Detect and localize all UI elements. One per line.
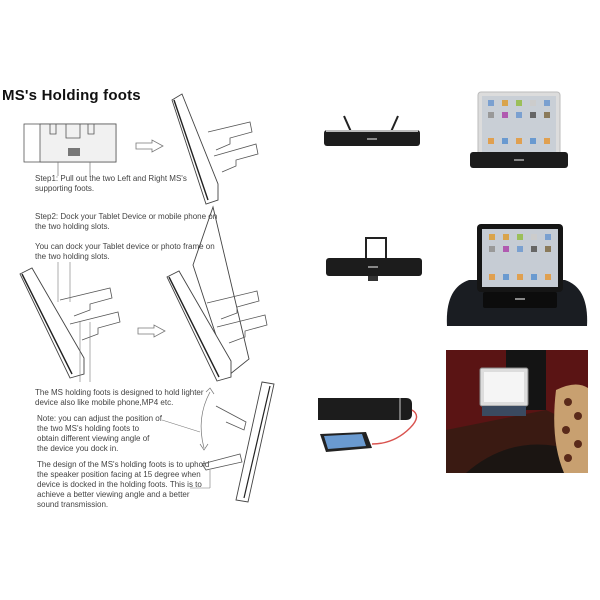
arrow-right-icon: [137, 324, 166, 338]
speaker-angle-adjust-diagram: [161, 381, 275, 503]
step2-note-text: You can dock your Tablet device or photo…: [35, 242, 215, 261]
tablet-on-speaker-icon: [470, 91, 568, 168]
room-scene-icon: [446, 350, 588, 473]
light-device-text: The MS holding foots is designed to hold…: [35, 388, 204, 407]
step1-text: Step1: Pull out the two Left and Right M…: [35, 174, 187, 193]
speaker-with-tablet-diagram: [166, 205, 268, 382]
page-title: MS's Holding foots: [2, 87, 141, 104]
speaker-feet-slots-diagram: [19, 262, 121, 382]
step2-text: Step2: Dock your Tablet Device or mobile…: [35, 212, 218, 231]
speaker-phone-cable-icon: [318, 398, 418, 452]
arrow-right-icon: [135, 139, 164, 153]
headrest-mount-icon: [446, 224, 588, 326]
photo-tablet-docked: [470, 90, 568, 170]
photo-speaker-with-stand: [324, 236, 424, 288]
speaker-top-view-diagram: [23, 123, 117, 176]
adjust-note-text: Note: you can adjust the position of the…: [37, 414, 162, 453]
speaker-side-view-feet-diagram: [171, 93, 259, 205]
speaker-stand-icon: [326, 237, 422, 281]
photo-frame-in-room: [446, 350, 588, 473]
design-note-text: The design of the MS's holding foots is …: [37, 460, 210, 509]
photo-speaker-with-phone: [314, 394, 419, 456]
photo-tablet-on-headrest: [445, 222, 590, 327]
speaker-icon: [324, 115, 420, 146]
photo-speaker-with-feet: [322, 112, 422, 152]
